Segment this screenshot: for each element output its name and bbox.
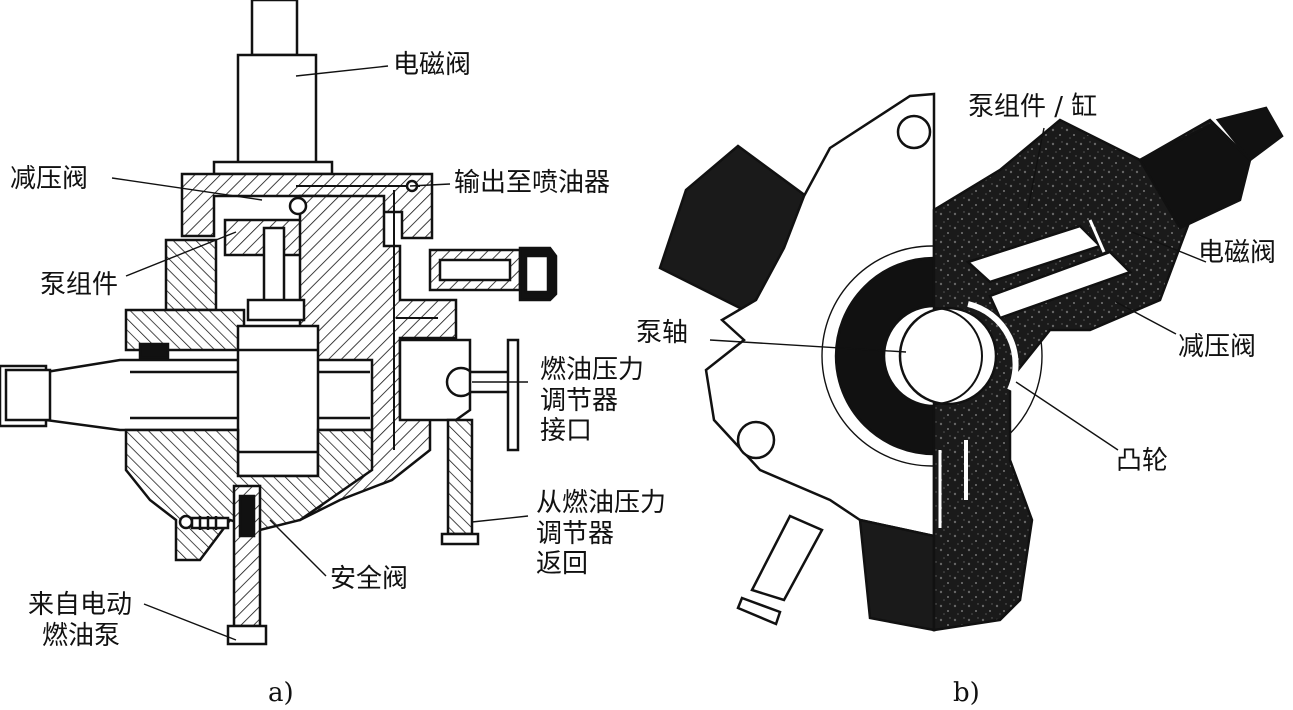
panel-a-leaders [111, 65, 529, 641]
regulator-port-line-3: 接口 [540, 416, 593, 447]
label-a-output: 输出至喷油器 [454, 168, 611, 198]
label-a-pressure-relief: 减压阀 [10, 164, 89, 194]
solenoid-flange [212, 160, 334, 176]
output-fitting [428, 246, 558, 302]
label-a-safety-valve: 安全阀 [330, 564, 409, 594]
panel-b-section [898, 106, 1284, 632]
shaft-coupling [4, 368, 52, 422]
regulator-port [398, 338, 520, 452]
from-pump-line-2: 燃油泵 [42, 620, 121, 651]
shaft-seal [138, 342, 170, 360]
plunger-head [246, 298, 306, 322]
solenoid-body [236, 53, 318, 165]
spring-fitting [178, 514, 230, 530]
section-solenoid [1138, 122, 1252, 230]
regulator-return-line-3: 返回 [536, 549, 589, 580]
panel-b-exterior [658, 92, 1043, 632]
return-pipe [440, 418, 480, 546]
from-pump-line-1: 来自电动 [28, 590, 133, 620]
regulator-return-line-2: 调节器 [536, 518, 615, 549]
label-b-pressure-relief: 减压阀 [1178, 332, 1257, 362]
caption-a: a) [268, 678, 294, 708]
panel-b-leaders [709, 127, 1207, 451]
label-b-pump-cylinder: 泵组件 / 缸 [968, 92, 1098, 122]
label-a-solenoid: 电磁阀 [393, 50, 472, 80]
caption-b: b) [953, 678, 980, 708]
label-b-solenoid: 电磁阀 [1198, 238, 1277, 268]
label-a-from-pump: 来自电动 燃油泵 [28, 590, 132, 651]
cam-ring [236, 324, 320, 478]
panel-a-section [0, 0, 558, 646]
regulator-port-line-1: 燃油压力 [540, 355, 645, 385]
label-b-pump-shaft: 泵轴 [636, 318, 689, 348]
exterior-pipe [750, 514, 824, 602]
exterior-base [858, 518, 936, 632]
label-a-regulator-return: 从燃油压力 调节器 返回 [536, 488, 666, 580]
label-b-cam: 凸轮 [1116, 446, 1169, 476]
solenoid-cap [250, 0, 299, 57]
label-a-regulator-port: 燃油压力 调节器 接口 [540, 355, 644, 447]
regulator-port-line-2: 调节器 [540, 385, 619, 416]
regulator-return-line-1: 从燃油压力 [536, 488, 667, 518]
plunger [262, 226, 286, 310]
label-a-pump-element: 泵组件 [40, 270, 119, 300]
